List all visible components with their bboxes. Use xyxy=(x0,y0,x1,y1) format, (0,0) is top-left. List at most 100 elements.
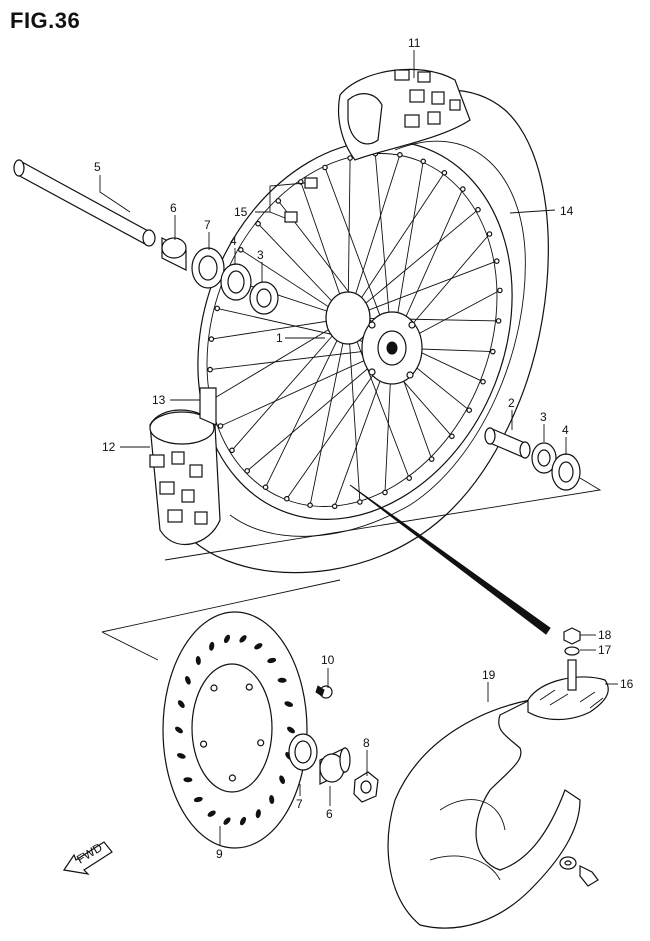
callout-7-lower: 7 xyxy=(296,797,303,811)
spoke xyxy=(347,157,351,319)
tire xyxy=(164,89,549,574)
spoke xyxy=(347,154,401,319)
disc-slot xyxy=(287,726,295,734)
spoke xyxy=(347,209,479,319)
spoke xyxy=(347,317,499,322)
disc-slot xyxy=(239,635,247,643)
callout-1: 1 xyxy=(276,331,283,345)
disc-slot xyxy=(239,816,247,826)
spoke-nipple xyxy=(283,495,290,502)
spoke-nipple xyxy=(322,164,328,171)
rim-lock-assembly xyxy=(527,659,609,721)
bearing-3-right xyxy=(531,442,557,474)
disc-slot xyxy=(209,641,215,651)
disc-slot xyxy=(207,810,216,817)
disc-slot xyxy=(193,796,203,803)
callouts: 11 5 6 7 4 3 15 14 1 13 12 2 3 4 18 17 1… xyxy=(94,36,634,861)
spoke-nipple xyxy=(208,336,215,342)
disc-bolt-10 xyxy=(315,685,333,699)
disc-slot xyxy=(177,700,185,708)
spoke-nipple xyxy=(459,186,466,192)
spoke-nipple xyxy=(449,433,455,440)
spoke xyxy=(211,317,349,340)
disc-bolt-hole xyxy=(210,684,218,692)
spoke-nipple xyxy=(441,170,448,176)
spoke-nipple xyxy=(238,247,244,253)
disc-bolt-hole xyxy=(200,740,208,748)
disc-slot xyxy=(223,634,231,644)
collar-6-lower xyxy=(319,747,351,785)
callout-3: 3 xyxy=(257,248,264,262)
plane-lines xyxy=(101,477,602,661)
collar-6 xyxy=(161,237,187,271)
spoke xyxy=(347,317,361,503)
spoke xyxy=(347,317,410,479)
disc-slot xyxy=(175,726,183,734)
callout-4: 4 xyxy=(230,234,237,248)
dust-seal-7 xyxy=(191,247,225,289)
disc-bolt-hole xyxy=(245,683,253,691)
spoke-nipple xyxy=(331,503,338,510)
spoke-nipple xyxy=(480,378,486,385)
figure-title: FIG.36 xyxy=(10,8,81,33)
spoke xyxy=(309,317,349,506)
rim-lock xyxy=(199,387,217,426)
callout-7: 7 xyxy=(204,218,211,232)
spoke xyxy=(265,317,349,488)
axle-nut-8 xyxy=(353,771,379,803)
axle xyxy=(13,159,156,247)
cover-bolt xyxy=(579,865,599,887)
callout-18: 18 xyxy=(598,628,612,642)
callout-13: 13 xyxy=(152,393,166,407)
spoke-nipple xyxy=(275,198,282,204)
spoke-nipple xyxy=(493,258,500,264)
disc-slot xyxy=(254,643,263,650)
callout-5: 5 xyxy=(94,160,101,174)
dust-seal-7-lower xyxy=(288,733,318,771)
disc-slot xyxy=(255,809,261,819)
disc-cover xyxy=(387,699,581,929)
bearing-4 xyxy=(220,263,252,301)
spoke-nipple xyxy=(304,177,318,189)
callout-6: 6 xyxy=(170,201,177,215)
spacer-2 xyxy=(484,427,531,459)
disc-bolt-hole xyxy=(257,739,265,747)
tire-tread-section-left xyxy=(149,409,221,546)
spoke-nipple xyxy=(382,489,388,496)
disc-slot xyxy=(267,657,277,664)
spokes xyxy=(207,150,503,510)
callout-17: 17 xyxy=(598,643,612,657)
callout-16: 16 xyxy=(620,677,634,691)
disc-slot xyxy=(176,753,186,759)
callout-10: 10 xyxy=(321,653,335,667)
callout-15: 15 xyxy=(234,205,248,219)
spoke-nipple xyxy=(489,348,496,355)
leader-lines xyxy=(99,50,618,845)
callout-12: 12 xyxy=(102,440,116,454)
spoke-nipple xyxy=(347,155,353,161)
spoke-nipple xyxy=(420,158,427,165)
spoke-nipple xyxy=(466,407,473,414)
disc-bolt-hole xyxy=(228,774,236,782)
spoke-nipple xyxy=(284,211,298,223)
callout-2: 2 xyxy=(508,396,515,410)
callout-11: 11 xyxy=(408,36,421,50)
washer-17 xyxy=(564,646,580,656)
spoke-nipple xyxy=(307,502,313,509)
hub xyxy=(325,291,423,385)
spoke-nipple xyxy=(495,318,502,324)
spoke-nipple xyxy=(229,447,235,454)
callout-3-right: 3 xyxy=(540,410,547,424)
callout-8: 8 xyxy=(363,736,370,750)
cover-washer xyxy=(559,856,577,870)
callout-4-right: 4 xyxy=(562,423,569,437)
front-wheel xyxy=(149,68,551,635)
spoke xyxy=(231,317,349,451)
spoke-nipple xyxy=(475,206,481,213)
brake-disc xyxy=(162,611,308,849)
spoke-nipple xyxy=(214,305,221,312)
spoke xyxy=(347,172,445,319)
spoke-nipple xyxy=(497,287,503,294)
spoke-nipple xyxy=(207,366,213,373)
disc-slot xyxy=(269,795,275,804)
